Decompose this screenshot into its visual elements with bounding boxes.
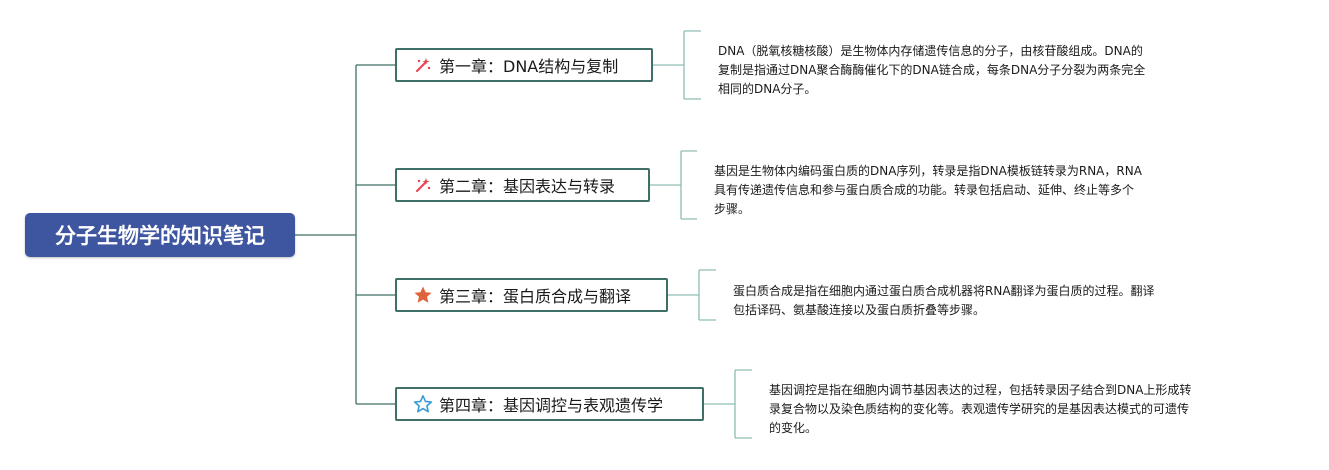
root-title: 分子生物学的知识笔记	[55, 224, 265, 248]
sparkle-icon	[413, 55, 433, 75]
chapter-2-node[interactable]: 第二章：基因表达与转录	[395, 168, 650, 202]
star-outline-icon	[413, 394, 433, 414]
sparkle-icon	[413, 175, 433, 195]
chapter-4-node[interactable]: 第四章：基因调控与表观遗传学	[395, 387, 704, 421]
chapter-3-title: 第三章：蛋白质合成与翻译	[439, 287, 632, 306]
root-topic[interactable]: 分子生物学的知识笔记	[25, 213, 295, 257]
chapter-1-node[interactable]: 第一章：DNA结构与复制	[395, 48, 653, 82]
chapter-3-node[interactable]: 第三章：蛋白质合成与翻译	[395, 278, 668, 312]
chapter-4-title: 第四章：基因调控与表观遗传学	[439, 396, 664, 415]
chapter-4-note: 基因调控是指在细胞内调节基因表达的过程，包括转录因子结合到DNA上形成转 录复合…	[769, 383, 1192, 435]
chapter-3-note: 蛋白质合成是指在细胞内通过蛋白质合成机器将RNA翻译为蛋白质的过程。翻译 包括译…	[733, 284, 1155, 317]
chapter-2-title: 第二章：基因表达与转录	[439, 177, 616, 196]
star-filled-icon	[413, 285, 433, 305]
chapter-2-note: 基因是生物体内编码蛋白质的DNA序列，转录是指DNA模板链转录为RNA，RNA …	[714, 164, 1142, 216]
chapter-1-note: DNA（脱氧核糖核酸）是生物体内存储遗传信息的分子，由核苷酸组成。DNA的 复制…	[718, 44, 1146, 96]
chapter-1-title: 第一章：DNA结构与复制	[439, 57, 619, 76]
